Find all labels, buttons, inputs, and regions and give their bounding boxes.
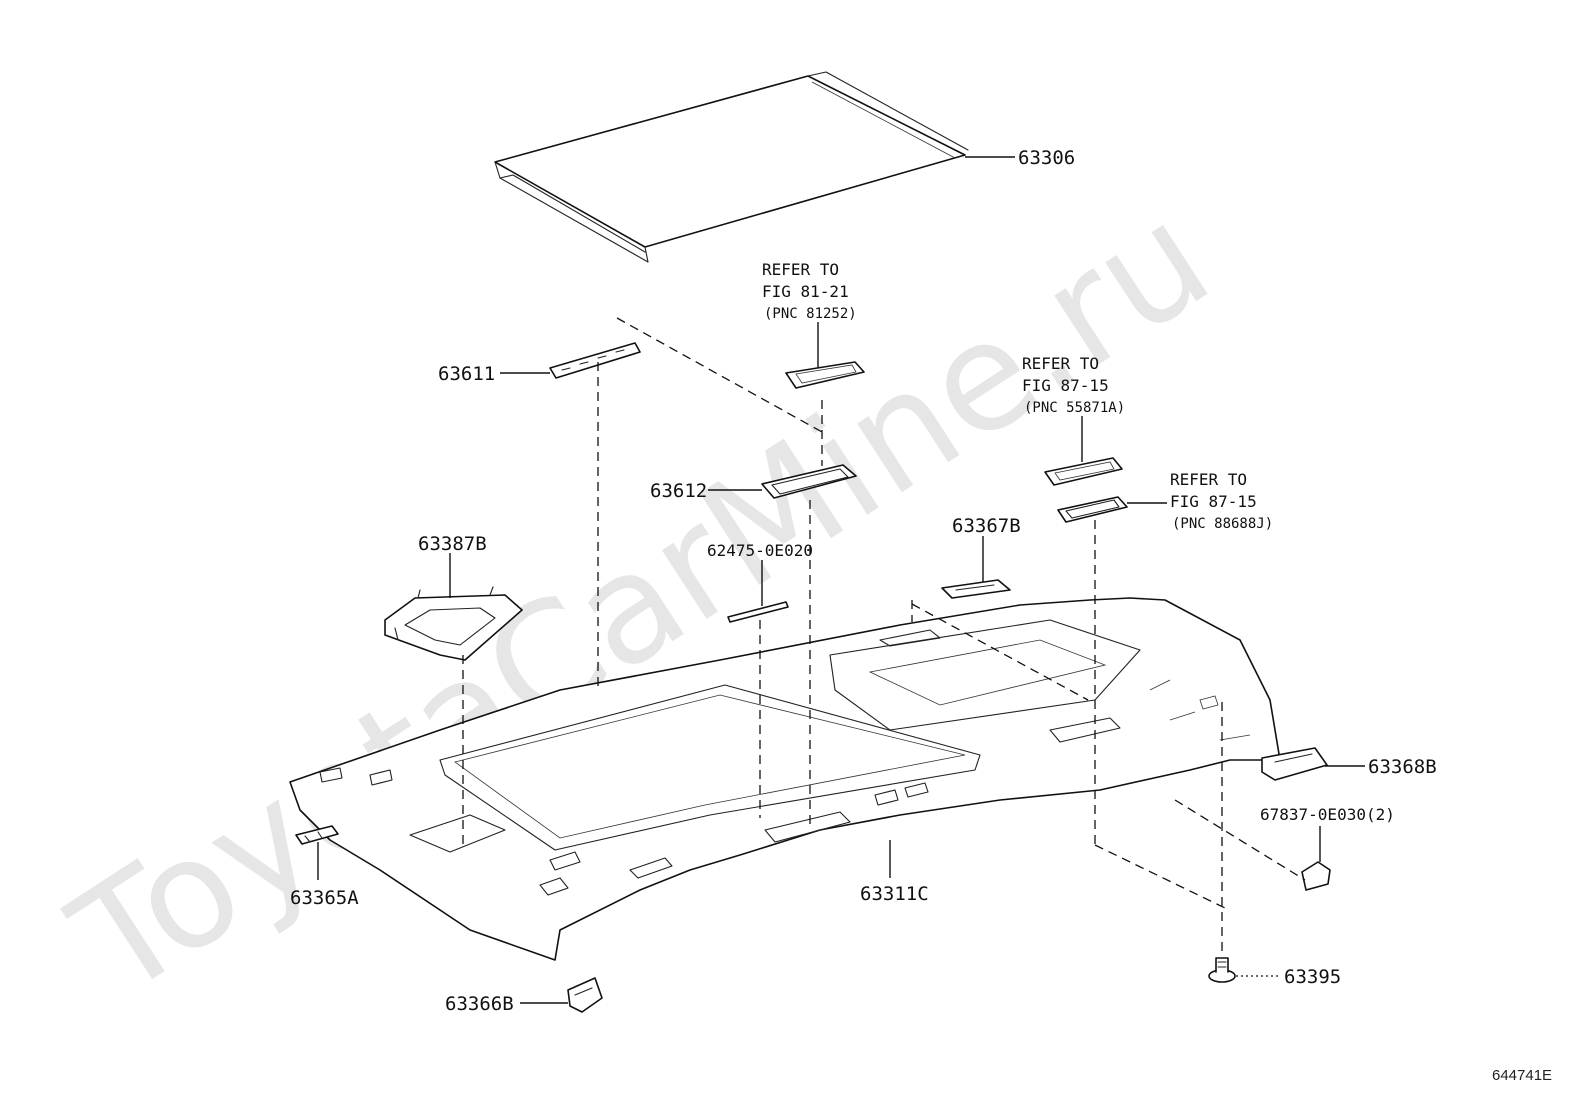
label-63611: 63611: [438, 363, 495, 385]
room-lamp-lens-part[interactable]: [1044, 457, 1123, 486]
bracket-front-part[interactable]: [549, 342, 641, 379]
holder-a-part[interactable]: [295, 825, 339, 845]
clip-pin-part[interactable]: [1208, 957, 1236, 983]
label-63367B: 63367B: [952, 515, 1021, 537]
label-63306: 63306: [1018, 147, 1075, 169]
svg-text:(PNC 88688J): (PNC 88688J): [1172, 516, 1273, 532]
assembly-guide-lines: [462, 317, 1306, 956]
label-63365A: 63365A: [290, 887, 359, 909]
svg-text:(PNC 55871A): (PNC 55871A): [1024, 400, 1125, 416]
svg-text:REFER TO: REFER TO: [1022, 354, 1099, 373]
reference-note-81-21: REFER TO FIG 81-21 (PNC 81252): [762, 260, 857, 322]
bracket-center-part[interactable]: [761, 464, 857, 499]
label-63368B: 63368B: [1368, 756, 1437, 778]
holder-b-part[interactable]: [567, 977, 603, 1013]
svg-text:REFER TO: REFER TO: [762, 260, 839, 279]
label-63311C: 63311C: [860, 883, 929, 905]
sunshade-part[interactable]: [494, 71, 969, 263]
reference-note-87-15-a: REFER TO FIG 87-15 (PNC 55871A): [1022, 354, 1125, 416]
headliner-part[interactable]: [289, 597, 1281, 961]
rear-clip-part[interactable]: [1261, 747, 1328, 781]
console-box-part[interactable]: [384, 586, 523, 661]
label-63387B: 63387B: [418, 533, 487, 555]
label-63366B: 63366B: [445, 993, 514, 1015]
svg-text:REFER TO: REFER TO: [1170, 470, 1247, 489]
room-lamp-base-part[interactable]: [1057, 496, 1128, 523]
sunvisor-holder-part[interactable]: [941, 579, 1011, 599]
label-63612: 63612: [650, 480, 707, 502]
label-67837: 67837-0E030(2): [1260, 805, 1395, 824]
reference-note-87-15-b: REFER TO FIG 87-15 (PNC 88688J): [1170, 470, 1273, 532]
watermark-text: ToyotaCarMine.ru: [44, 171, 1239, 1031]
small-clip-part[interactable]: [1301, 861, 1331, 891]
label-62475: 62475-0E020: [707, 541, 813, 560]
foam-strip-part[interactable]: [727, 601, 789, 623]
svg-text:(PNC 81252): (PNC 81252): [764, 306, 857, 322]
svg-text:FIG 87-15: FIG 87-15: [1170, 492, 1257, 511]
svg-text:FIG 81-21: FIG 81-21: [762, 282, 849, 301]
label-63395: 63395: [1284, 966, 1341, 988]
figure-number: 644741E: [1492, 1067, 1552, 1084]
map-lamp-lens-part[interactable]: [785, 361, 865, 389]
svg-text:FIG 87-15: FIG 87-15: [1022, 376, 1109, 395]
